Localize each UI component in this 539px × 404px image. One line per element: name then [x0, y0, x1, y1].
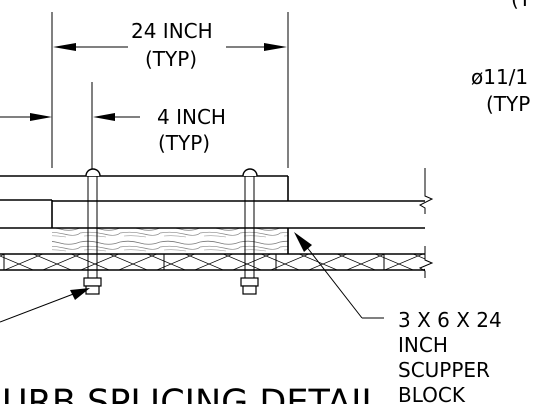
- dim-4-value: 4 INCH: [157, 105, 226, 129]
- break-line-lower: [418, 246, 434, 278]
- dimension-4-inch: 4 INCH (TYP): [0, 82, 226, 170]
- curb-timber-assembly: [0, 168, 434, 278]
- arrowhead-24-right: [264, 43, 287, 51]
- arrowhead-4-right: [93, 113, 115, 121]
- break-line-upper: [418, 168, 434, 214]
- bolt-left: [83, 168, 102, 295]
- top-paren-fragment: (T: [511, 0, 532, 11]
- scupper-line-1: 3 X 6 X 24: [398, 308, 502, 332]
- bolt-right: [240, 168, 259, 295]
- scupper-line-3: SCUPPER: [398, 358, 490, 382]
- bolt-diameter-value: ø11/1: [471, 65, 528, 89]
- scupper-line-4: BLOCK: [398, 383, 466, 404]
- leader-scupper-block: [294, 232, 384, 319]
- dimension-24-inch: 24 INCH (TYP): [51, 12, 289, 168]
- dim-4-typ: (TYP): [158, 131, 210, 155]
- scupper-block: [52, 228, 288, 254]
- leader-bolt: [0, 288, 90, 323]
- scupper-line-2: INCH: [398, 333, 448, 357]
- bolt-diameter-typ: (TYP: [486, 92, 530, 116]
- dim-24-value: 24 INCH: [131, 19, 213, 43]
- arrowhead-24-left: [53, 43, 76, 51]
- dim-24-typ: (TYP): [145, 47, 197, 71]
- deck-batten-layer: [0, 254, 425, 270]
- detail-title: URB SPLICING DETAIL: [2, 383, 381, 404]
- arrowhead-4-left: [30, 113, 52, 121]
